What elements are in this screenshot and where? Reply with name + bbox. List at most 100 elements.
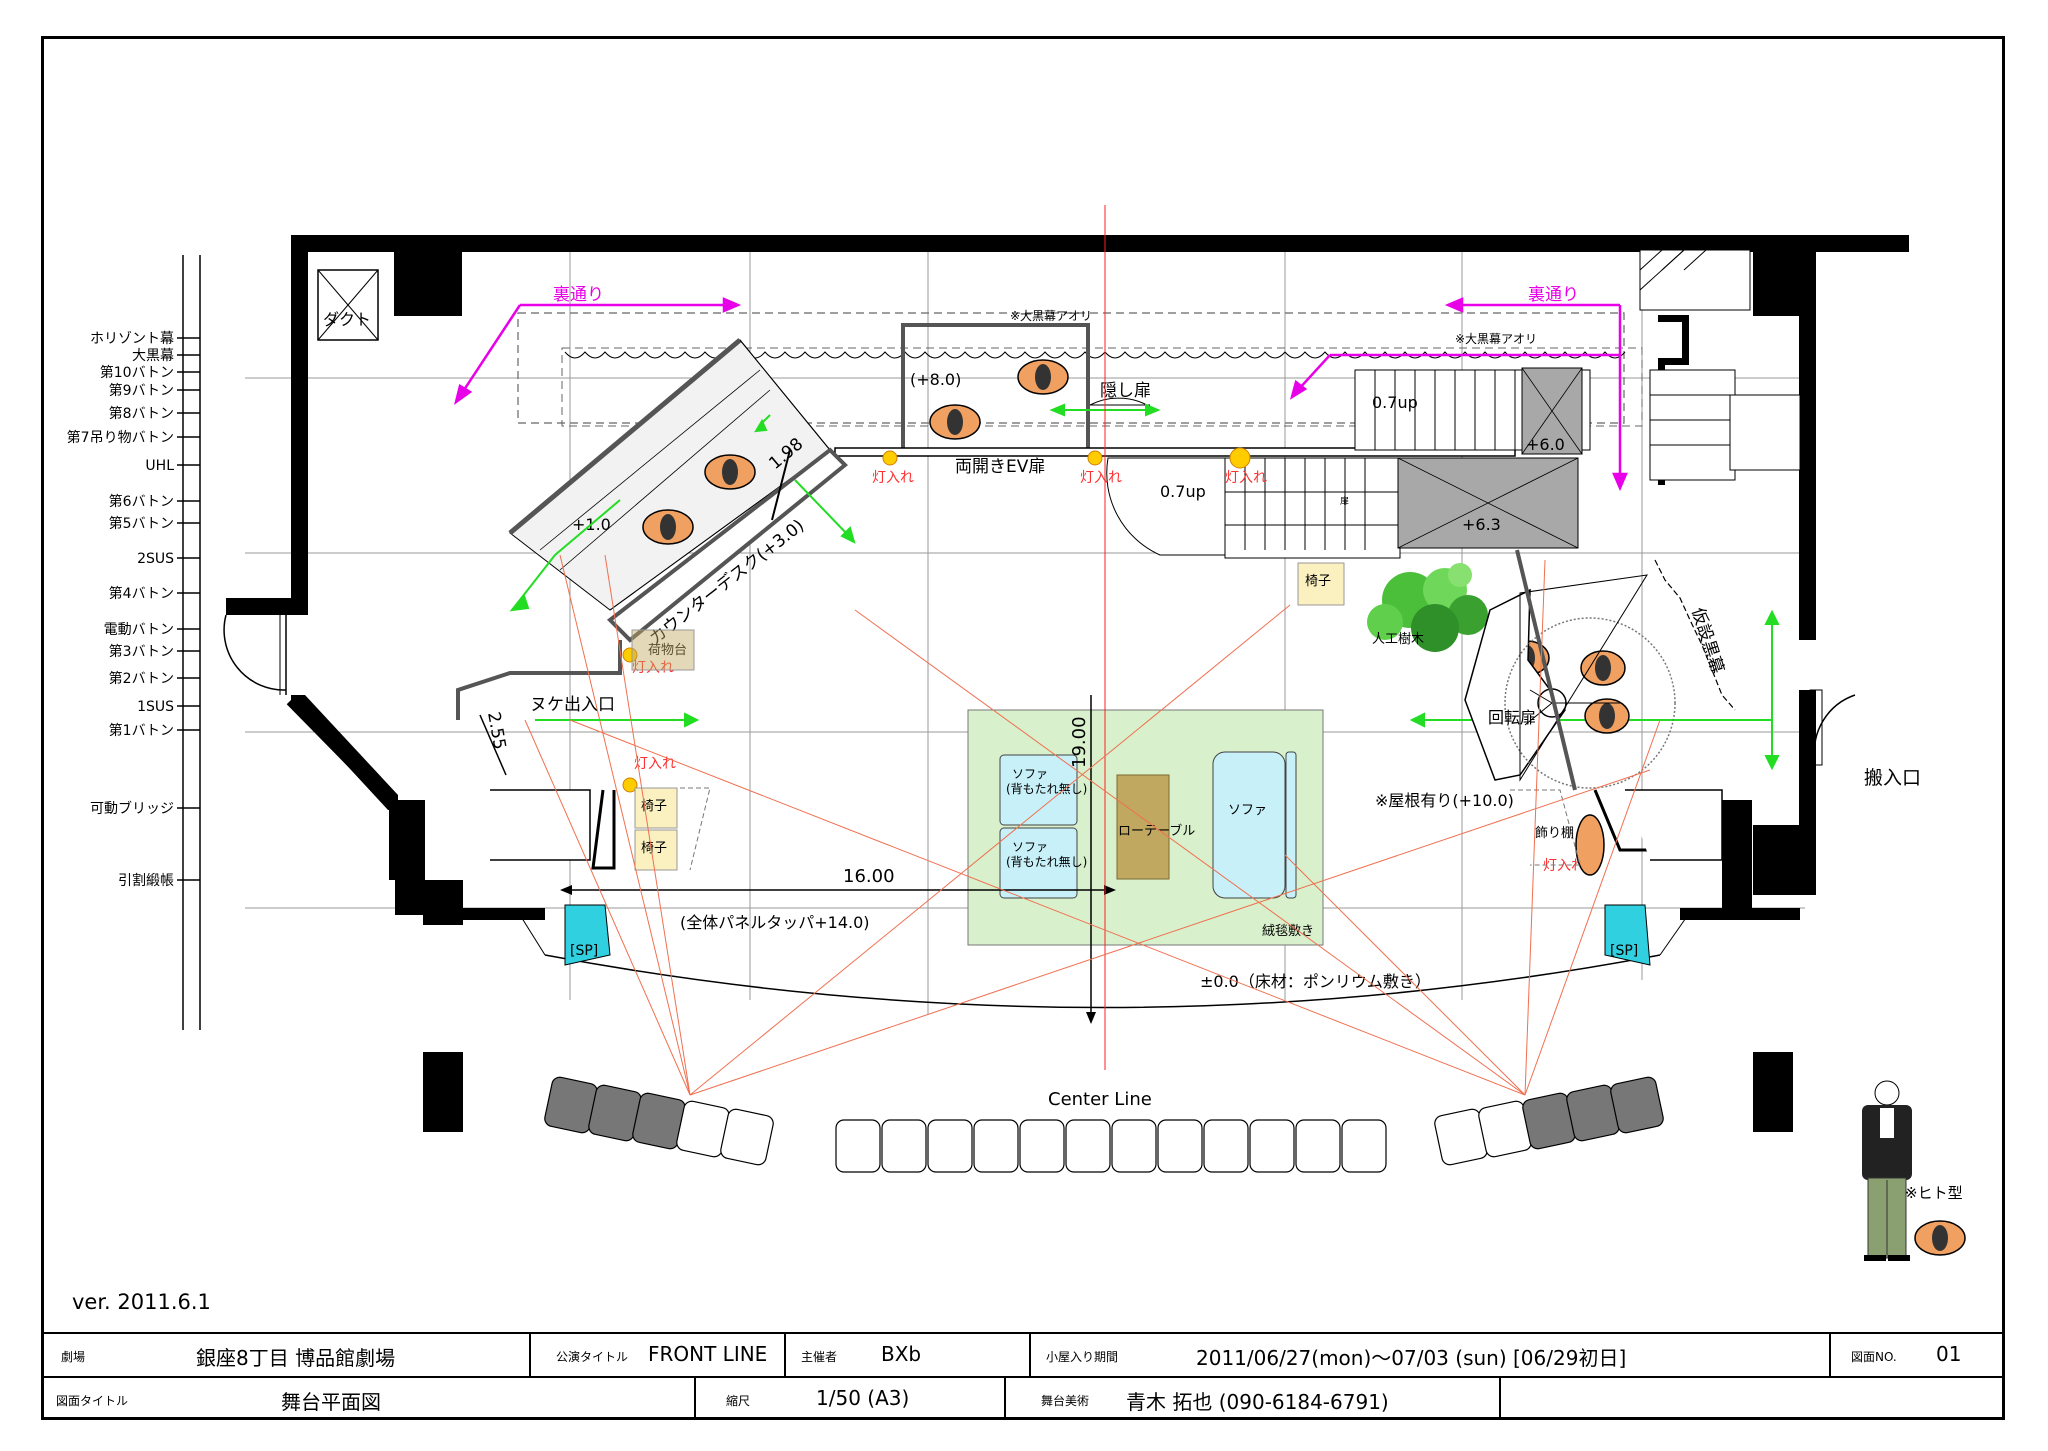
deco-shelf-outline xyxy=(1510,789,1581,866)
audience-seats-right xyxy=(1434,1076,1664,1166)
nuke-entrance-label: ヌケ出入口 xyxy=(530,695,615,715)
ev-door-label: 両開きEV扉 xyxy=(955,457,1045,477)
drawing-no-value: 01 xyxy=(1936,1342,1962,1366)
counter-desk xyxy=(606,447,848,643)
show-title-label: 公演タイトル xyxy=(556,1350,629,1364)
batten-label: 2SUS xyxy=(137,551,174,567)
dim-1600-label: 16.00 xyxy=(843,866,895,887)
deco-shelf-label: 飾り棚 xyxy=(1535,826,1574,841)
panel-tapper-label: (全体パネルタッパ+14.0) xyxy=(680,913,870,932)
sofa-text: ソファ xyxy=(1012,767,1048,781)
batten-label: 第7吊り物バトン xyxy=(67,429,174,446)
chair-top-right xyxy=(1297,562,1345,606)
sofa-text: ソファ xyxy=(1012,840,1048,854)
organizer-cell: 主催者 BXb xyxy=(786,1334,1031,1376)
batten-label: 引割緞帳 xyxy=(118,872,174,889)
batten-label: ホリゾント幕 xyxy=(90,331,174,347)
floor-note: ±0.0（床材：ポンリウム敷き） xyxy=(1200,972,1431,991)
speaker-label: [SP] xyxy=(570,943,598,959)
drawing-title-label: 図面タイトル xyxy=(56,1394,129,1408)
human-figure-label: ※ヒト型 xyxy=(1905,1184,1963,1202)
speaker-label: [SP] xyxy=(1610,943,1638,959)
cargo-table-label: 荷物台 xyxy=(648,643,687,658)
show-title-cell: 公演タイトル FRONT LINE xyxy=(531,1334,786,1376)
with-roof-label: ※屋根有り(+10.0) xyxy=(1375,791,1514,810)
cargo-table xyxy=(631,629,695,671)
drawing-frame xyxy=(41,36,2005,1420)
period-label: 小屋入り期間 xyxy=(1046,1350,1119,1364)
period-value: 2011/06/27(mon)〜07/03 (sun) [06/29初日] xyxy=(1196,1346,1627,1370)
front-curve xyxy=(544,954,1661,1009)
left-door-swing xyxy=(223,614,287,691)
sofa-text: (背もたれ無し) xyxy=(1006,854,1087,869)
up-07-upper: 0.7up xyxy=(1372,393,1418,412)
sofa-text: (背もたれ無し) xyxy=(1006,781,1087,796)
right-storage-shelves xyxy=(1639,249,1801,481)
legend-actor-marker xyxy=(1914,1220,1966,1256)
chair-left-2 xyxy=(634,829,678,871)
batten-label: 第6バトン xyxy=(109,493,174,510)
carpet-label: 絨毯敷き xyxy=(1262,924,1314,939)
scale-value: 1/50 (A3) xyxy=(816,1386,910,1410)
back-passage-arrows xyxy=(453,297,1628,492)
period-cell: 小屋入り期間 2011/06/27(mon)〜07/03 (sun) [06/2… xyxy=(1031,1334,1831,1376)
actor-marker xyxy=(1580,650,1626,686)
loading-entrance-label: 搬入口 xyxy=(1864,767,1921,789)
actor-marker xyxy=(1017,359,1069,395)
chair-label: 椅子 xyxy=(641,841,667,856)
speaker-right: [SP] xyxy=(1604,904,1651,966)
title-block-row-2: 図面タイトル 舞台平面図 縮尺 1/50 (A3) 舞台美術 青木 拓也 (09… xyxy=(41,1376,2005,1420)
organizer-value: BXb xyxy=(881,1342,922,1366)
sight-lines xyxy=(524,554,1661,1096)
batten-label: 1SUS xyxy=(137,699,174,715)
platform-6-0-label: +6.0 xyxy=(1526,435,1565,454)
back-passage-outline xyxy=(517,312,1625,424)
theatre-value: 銀座8丁目 博品館劇場 xyxy=(196,1346,396,1370)
audience-seats-left xyxy=(544,1076,774,1166)
sofa-no-back-2 xyxy=(999,827,1078,899)
show-title-value: FRONT LINE xyxy=(648,1342,768,1366)
black-curtain-aori-right: ※大黒幕アオリ xyxy=(1455,332,1537,346)
nuke-entrance-wall xyxy=(456,640,622,720)
artificial-tree-label: 人工樹木 xyxy=(1372,632,1424,647)
drawing-no-label: 図面NO. xyxy=(1851,1350,1897,1364)
duct-label: ダクト xyxy=(323,310,371,329)
chair-label: 椅子 xyxy=(641,799,667,814)
stairs-lower xyxy=(1106,457,1401,559)
small-mark: 扉 xyxy=(1340,495,1349,507)
batten-label: 第10バトン xyxy=(100,364,174,381)
batten-label: UHL xyxy=(145,458,174,474)
drawing-title-cell: 図面タイトル 舞台平面図 xyxy=(41,1378,696,1420)
speaker-left: [SP] xyxy=(564,904,611,966)
actor-marker xyxy=(704,454,756,490)
sofa-label: ソファ xyxy=(1228,803,1267,818)
duct: ダクト xyxy=(317,269,379,341)
version-label: ver. 2011.6.1 xyxy=(72,1290,211,1314)
light-in-label: 灯入れ xyxy=(1543,858,1585,874)
designer-cell: 舞台美術 青木 拓也 (090-6184-6791) xyxy=(1006,1378,1501,1420)
dim-1900-label: 19.00 xyxy=(1069,716,1090,768)
chair-left-1 xyxy=(634,787,678,829)
actor-marker xyxy=(929,404,981,440)
center-line-label: Center Line xyxy=(1048,1089,1152,1110)
ev-door-wall xyxy=(834,447,1516,457)
rotating-door-label: 回転扉 xyxy=(1488,708,1536,727)
organizer-label: 主催者 xyxy=(801,1350,838,1364)
audience-seats-center xyxy=(835,1119,1387,1173)
batten-label: 第2バトン xyxy=(109,670,174,687)
cyclorama-label: 仮設黒幕 xyxy=(1687,605,1727,676)
curtain-line xyxy=(561,347,1643,427)
wall-left-angled-edge xyxy=(286,695,401,880)
batten-label: 第4バトン xyxy=(109,585,174,602)
theatre-label: 劇場 xyxy=(61,1350,86,1364)
drawing-no-cell: 図面NO. 01 xyxy=(1831,1334,2005,1376)
light-in-label: 灯入れ xyxy=(872,470,914,486)
right-wing-wall xyxy=(1593,789,1650,852)
platform-plus-1 xyxy=(509,339,831,611)
theatre-cell: 劇場 銀座8丁目 博品館劇場 xyxy=(41,1334,531,1376)
left-wing-wall xyxy=(591,789,616,870)
designer-label: 舞台美術 xyxy=(1041,1394,1090,1408)
platform-6-3-label: +6.3 xyxy=(1462,515,1501,534)
actor-marker xyxy=(642,509,694,545)
